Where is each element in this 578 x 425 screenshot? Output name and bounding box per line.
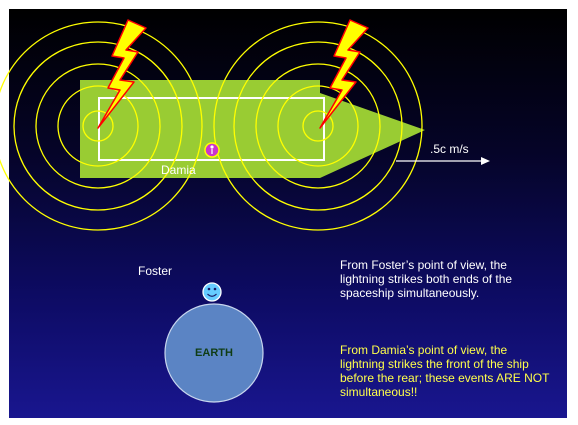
rear-strike-rings <box>0 21 203 231</box>
rear-ring-4 <box>13 41 183 211</box>
spaceship-window <box>98 97 325 161</box>
front-strike-rings <box>213 21 423 231</box>
earth <box>164 303 264 403</box>
front-ring-5 <box>213 21 423 231</box>
rear-ring-5 <box>0 21 203 231</box>
person-marker-icon <box>204 142 220 158</box>
spaceship <box>80 80 425 178</box>
front-ring-2 <box>277 85 359 167</box>
lightning-bolt-icon <box>97 19 147 129</box>
label-damia: Damia <box>161 163 196 177</box>
front-ring-1 <box>302 110 334 142</box>
label-foster: Foster <box>138 264 173 278</box>
slide-background <box>9 9 567 418</box>
smiley-face-icon <box>202 282 222 302</box>
caption-foster-view: From Foster’s point of view, the lightni… <box>340 258 513 300</box>
caption-damia-view: From Damia’s point of view, the lightnin… <box>340 343 550 399</box>
front-ring-4 <box>233 41 403 211</box>
earth-label: EARTH <box>195 347 233 359</box>
rear-ring-2 <box>57 85 139 167</box>
rear-ring-3 <box>35 63 161 189</box>
rear-ring-1 <box>82 110 114 142</box>
lightning-bolt-icon <box>319 19 369 129</box>
label-speed: .5c m/s <box>430 142 469 156</box>
spaceship-hull <box>80 80 425 178</box>
front-ring-3 <box>255 63 381 189</box>
arrow-right-icon <box>396 157 490 165</box>
